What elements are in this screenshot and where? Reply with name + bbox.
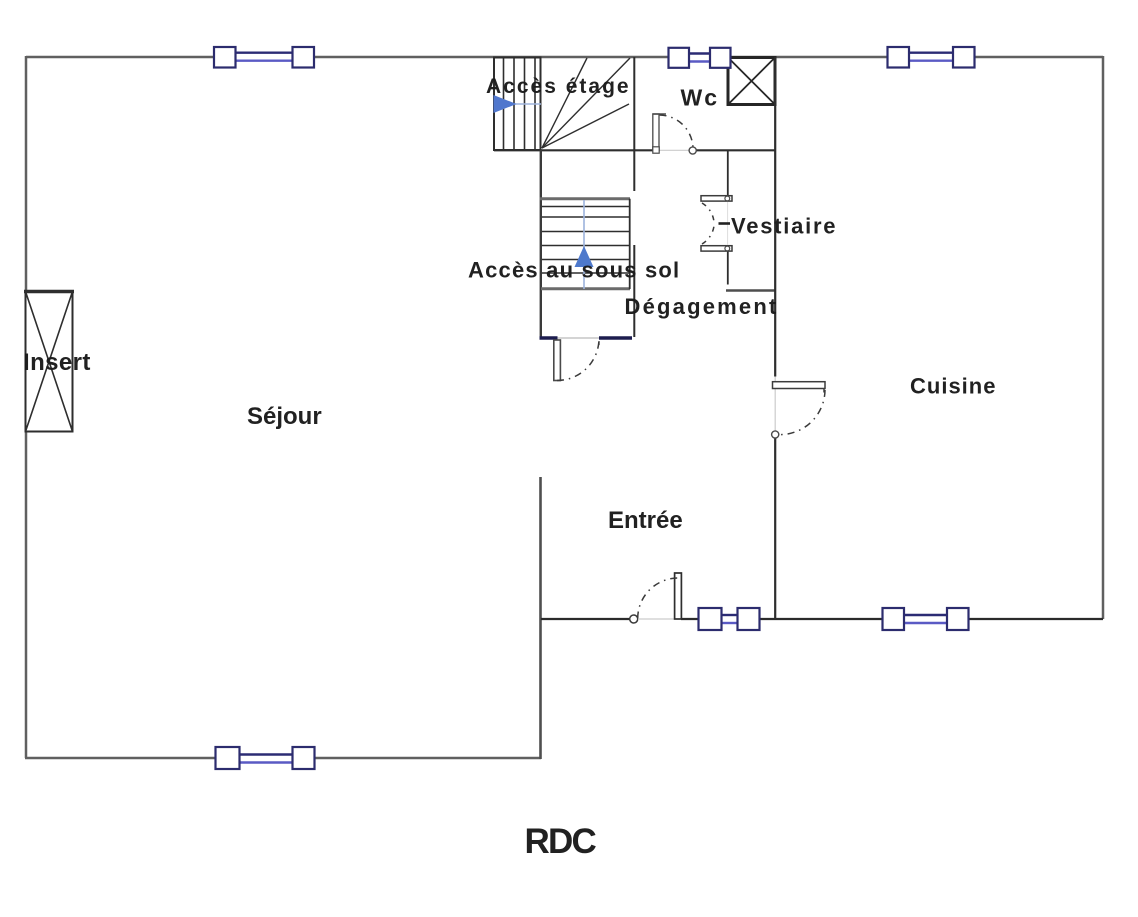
svg-text:Accès étage: Accès étage — [486, 75, 631, 98]
svg-text:Insert: Insert — [23, 349, 91, 376]
svg-text:Dégagement: Dégagement — [625, 294, 779, 319]
svg-text:Wc: Wc — [681, 85, 720, 111]
svg-text:Cuisine: Cuisine — [910, 374, 996, 399]
svg-text:Accès au sous sol: Accès au sous sol — [468, 257, 680, 282]
svg-text:Vestiaire: Vestiaire — [731, 213, 837, 238]
svg-text:Séjour: Séjour — [247, 403, 322, 430]
svg-text:Entrée: Entrée — [608, 507, 683, 534]
svg-text:RDC: RDC — [525, 822, 597, 861]
